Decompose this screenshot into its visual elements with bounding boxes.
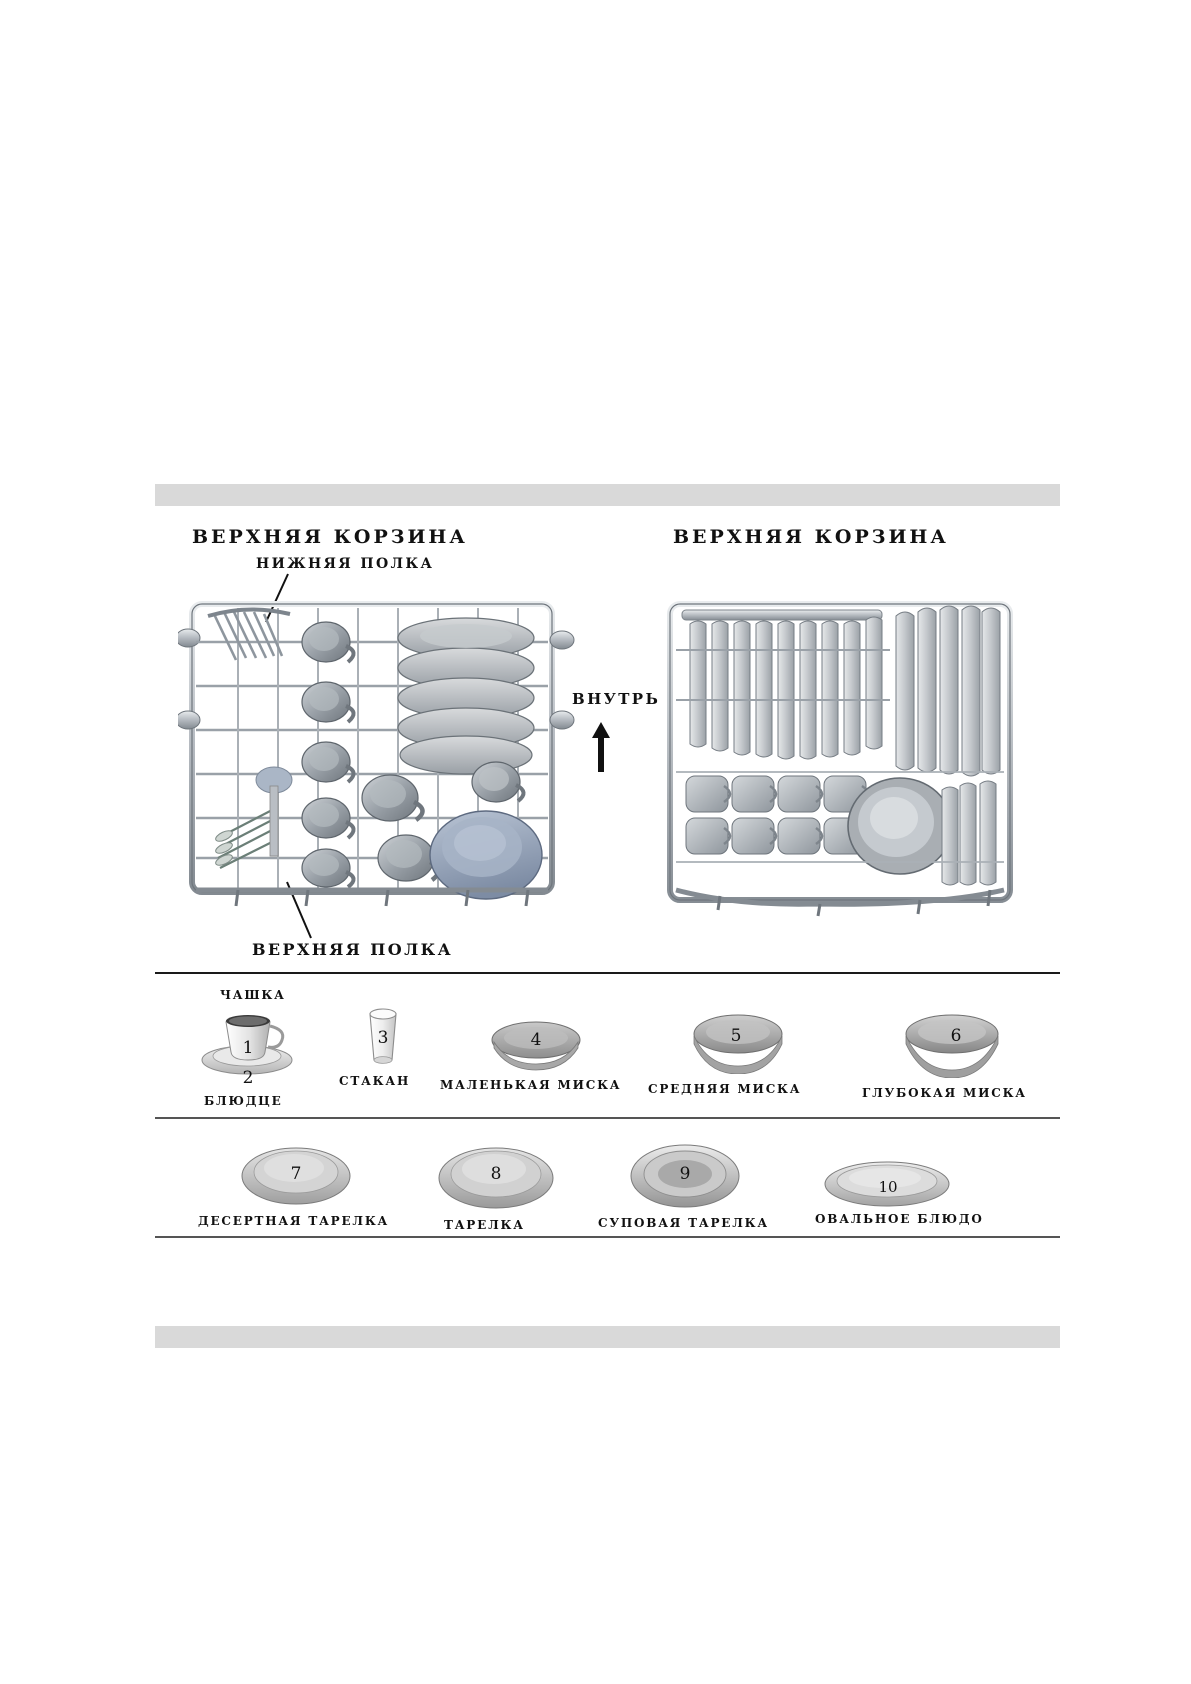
legend-number-8: 8: [490, 1164, 502, 1184]
legend-label-small-bowl: МАЛЕНЬКАЯ МИСКА: [440, 1078, 622, 1092]
legend-item-deep-bowl[interactable]: 6 ГЛУБОКАЯ МИСКА: [858, 1012, 1048, 1112]
legend-label-glass: СТАКАН: [339, 1074, 411, 1088]
left-basket-diagram: [178, 601, 575, 907]
legend-label-soup-plate: СУПОВАЯ ТАРЕЛКА: [598, 1216, 769, 1230]
legend-number-5: 5: [730, 1026, 742, 1046]
legend-item-cup-saucer[interactable]: ЧАШКА 1 2 БЛЮДЦЕ: [192, 988, 332, 1108]
left-panel-lower-shelf-label: НИЖНЯЯ ПОЛКА: [256, 556, 435, 572]
legend-label-dessert-plate: ДЕСЕРТНАЯ ТАРЕЛКА: [198, 1214, 390, 1228]
soup-plate-icon: [630, 1144, 740, 1208]
legend-number-1: 1: [242, 1038, 254, 1058]
left-panel-upper-shelf-label: ВЕРХНЯЯ ПОЛКА: [252, 940, 454, 959]
leader-line-lower-shelf: [265, 573, 289, 623]
arrow-up-icon: [592, 722, 610, 772]
plate-icon: [438, 1147, 554, 1209]
legend-label-plate: ТАРЕЛКА: [444, 1218, 525, 1232]
legend-item-soup-plate[interactable]: 9 СУПОВАЯ ТАРЕЛКА: [598, 1140, 788, 1240]
left-panel-title: ВЕРХНЯЯ КОРЗИНА: [192, 526, 468, 548]
legend-number-2: 2: [242, 1068, 254, 1088]
legend-number-7: 7: [290, 1164, 302, 1184]
legend-label-saucer: БЛЮДЦЕ: [204, 1094, 283, 1108]
legend-item-dessert-plate[interactable]: 7 ДЕСЕРТНАЯ ТАРЕЛКА: [198, 1142, 398, 1242]
legend-number-9: 9: [679, 1164, 691, 1184]
bottom-grey-band: [155, 1326, 1060, 1348]
legend-item-glass[interactable]: 3 СТАКАН: [332, 1000, 462, 1100]
dessert-plate-icon: [241, 1147, 351, 1205]
cup-and-saucer-icon: [201, 1015, 293, 1075]
divider-legend-row1: [155, 1117, 1060, 1119]
small-bowl-icon: [491, 1021, 581, 1071]
divider-legend-row2: [155, 1236, 1060, 1238]
direction-label: ВНУТРЬ: [572, 690, 661, 708]
divider-above-legend: [155, 972, 1060, 974]
legend-number-6: 6: [950, 1026, 962, 1046]
right-panel-title: ВЕРХНЯЯ КОРЗИНА: [673, 526, 949, 548]
legend-item-medium-bowl[interactable]: 5 СРЕДНЯЯ МИСКА: [642, 1012, 832, 1112]
legend-label-deep-bowl: ГЛУБОКАЯ МИСКА: [862, 1086, 1027, 1100]
legend-item-small-bowl[interactable]: 4 МАЛЕНЬКАЯ МИСКА: [440, 1018, 630, 1108]
medium-bowl-icon: [693, 1014, 783, 1074]
legend-item-plate[interactable]: 8 ТАРЕЛКА: [418, 1142, 598, 1242]
legend-number-3: 3: [377, 1028, 389, 1048]
legend-number-10: 10: [878, 1178, 898, 1196]
legend-number-4: 4: [530, 1030, 542, 1050]
legend-label-oval-dish: ОВАЛЬНОЕ БЛЮДО: [815, 1212, 984, 1226]
oval-dish-icon: [824, 1161, 950, 1207]
legend-label-cup: ЧАШКА: [220, 988, 286, 1002]
top-grey-band: [155, 484, 1060, 506]
glass-icon: [369, 1008, 397, 1064]
legend-label-medium-bowl: СРЕДНЯЯ МИСКА: [648, 1082, 802, 1096]
right-basket-diagram: [667, 601, 1013, 917]
deep-bowl-icon: [905, 1014, 999, 1078]
legend-item-oval-dish[interactable]: 10 ОВАЛЬНОЕ БЛЮДО: [810, 1150, 1010, 1246]
